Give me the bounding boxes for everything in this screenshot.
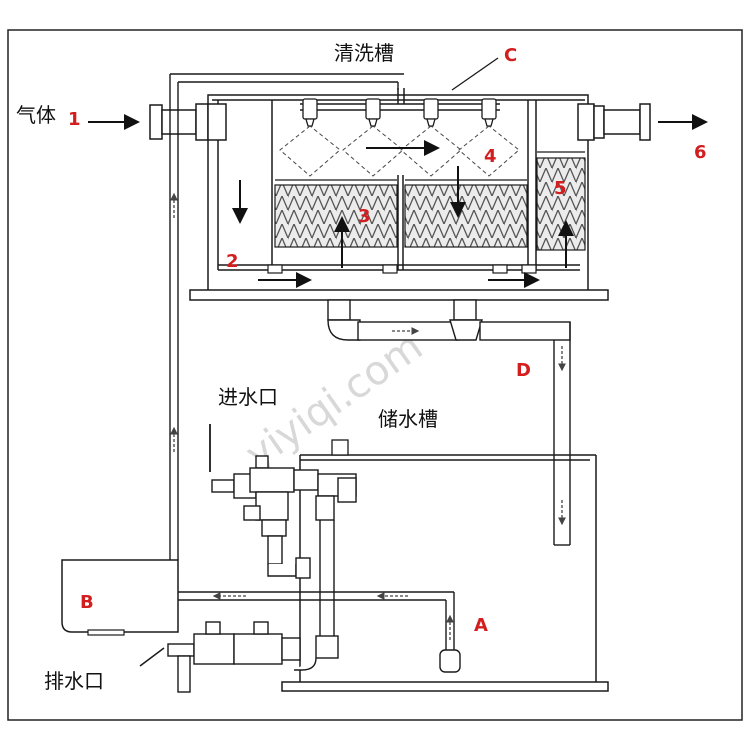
label-water-inlet: 进水口: [218, 385, 278, 409]
drain-leader: [139, 647, 165, 667]
demister-pad: [536, 157, 586, 251]
label-gas: 气体: [16, 103, 56, 127]
drain-flow-arrows: [392, 327, 566, 526]
marker-4: 4: [484, 146, 497, 167]
marker-6: 6: [694, 142, 707, 163]
outer-frame: [7, 29, 743, 721]
wash-tank: [189, 94, 609, 301]
marker-a: A: [474, 615, 488, 636]
drain-valve-assembly: [167, 621, 301, 693]
marker-c: C: [504, 45, 517, 66]
tank-overflow-pipes: [294, 473, 357, 671]
spray-nozzles: [302, 98, 497, 127]
label-water-tank: 储水槽: [378, 407, 438, 431]
spray-pattern: [279, 125, 520, 177]
leader-line-c: [451, 57, 499, 91]
suction-flow-arrows: [212, 592, 454, 640]
marker-1: 1: [68, 109, 81, 130]
marker-2: 2: [226, 251, 239, 272]
gas-inlet-pipe: [149, 103, 227, 141]
marker-d: D: [516, 360, 531, 381]
pump-b: [61, 559, 179, 633]
packing-bed-left: [274, 184, 398, 248]
label-wash-tank: 清洗槽: [334, 41, 394, 65]
water-inlet-assembly: [211, 455, 319, 579]
label-drain: 排水口: [44, 669, 104, 693]
drain-line-d: [327, 299, 571, 546]
spray-header: [300, 88, 500, 111]
marker-5: 5: [554, 178, 567, 199]
recirculation-riser: [169, 73, 404, 560]
suction-pipe-a: [178, 591, 461, 673]
marker-3: 3: [358, 206, 371, 227]
marker-b: B: [80, 592, 94, 613]
gas-outlet-pipe: [577, 103, 651, 141]
packing-bed-right: [404, 184, 528, 248]
gas-flow-arrows: [88, 114, 708, 288]
